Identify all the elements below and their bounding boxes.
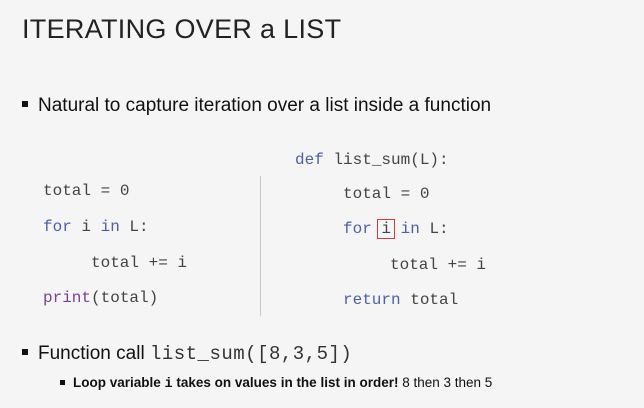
code-text: i <box>71 218 101 236</box>
code-text: total += i <box>91 254 188 272</box>
code-text: total <box>400 291 459 309</box>
right-code-line-1: def list_sum(L): <box>295 151 449 169</box>
code-text: L: <box>119 218 149 236</box>
right-code-line-3: for i in L: <box>343 219 449 239</box>
column-divider <box>260 176 261 316</box>
code-text: total += i <box>390 256 487 274</box>
bullet-square-icon <box>22 100 28 107</box>
bullet-text: Function call <box>38 343 150 364</box>
bullet-square-icon <box>60 379 65 385</box>
left-code-line-4: print(total) <box>43 289 158 307</box>
sub-bullet-text: Loop variable <box>73 375 165 390</box>
bullet-square-icon <box>22 348 28 355</box>
right-code-line-2: total = 0 <box>343 185 429 203</box>
right-code-line-5: return total <box>343 291 458 309</box>
sub-bullet-text: takes on values in the list in order! <box>172 375 399 390</box>
code-text: list_sum(L): <box>323 151 449 169</box>
sub-bullet-code: i <box>164 377 173 392</box>
code-builtin: print <box>43 289 92 307</box>
left-code-line-3: total += i <box>91 254 187 272</box>
bullet-function-call: Function call list_sum([8,3,5]) <box>22 343 352 365</box>
bullet-capture-iteration: Natural to capture iteration over a list… <box>22 95 491 117</box>
left-code-line-1: total = 0 <box>43 182 129 200</box>
code-text: (total) <box>91 289 159 307</box>
code-keyword: return <box>343 291 401 309</box>
code-keyword: for <box>343 220 372 238</box>
code-keyword: for <box>43 218 72 236</box>
code-keyword: in <box>400 220 420 238</box>
code-keyword: in <box>100 218 120 236</box>
sub-bullet-text: 8 then 3 then 5 <box>398 375 493 390</box>
bullet-text: Natural to capture iteration over a list… <box>38 95 492 116</box>
left-code-line-2: for i in L: <box>43 218 149 236</box>
highlighted-loop-variable: i <box>377 219 396 239</box>
code-keyword: def <box>295 151 324 169</box>
code-text: total = 0 <box>43 182 130 200</box>
sub-bullet-loop-variable: Loop variable i takes on values in the l… <box>60 375 492 392</box>
bullet-code: list_sum([8,3,5]) <box>149 343 353 365</box>
code-text: L: <box>419 220 449 238</box>
right-code-line-4: total += i <box>390 256 486 274</box>
code-text: total = 0 <box>343 185 430 203</box>
slide-title: ITERATING OVER a LIST <box>22 14 342 44</box>
